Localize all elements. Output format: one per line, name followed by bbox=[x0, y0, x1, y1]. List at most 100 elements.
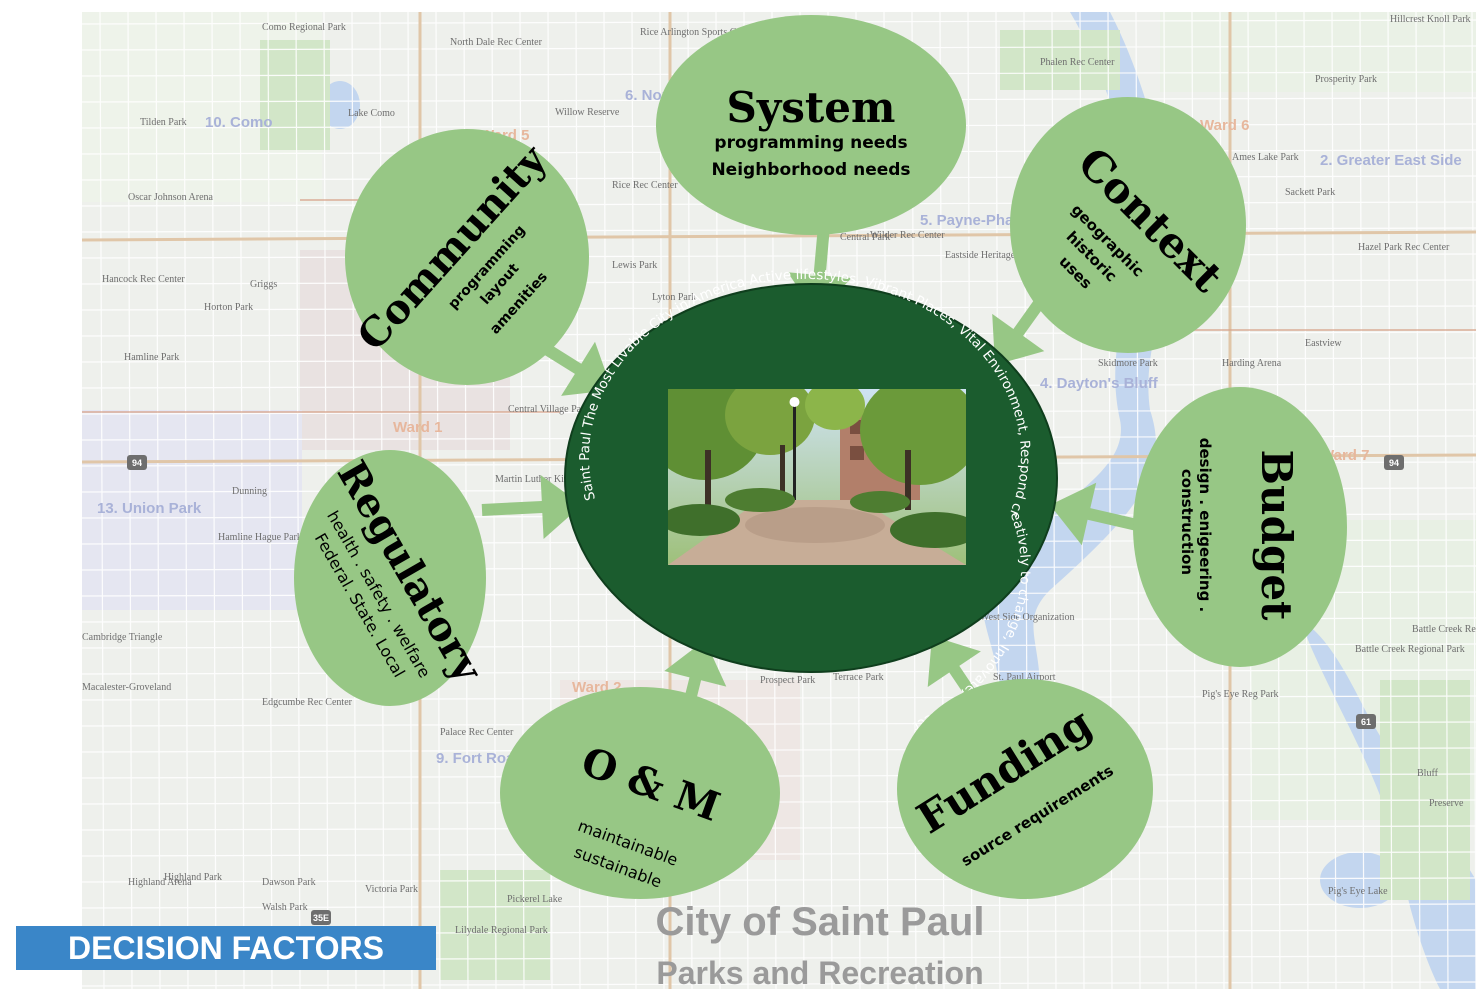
map-label: Sackett Park bbox=[1285, 187, 1335, 198]
park-photo bbox=[668, 389, 966, 565]
map-label: Willow Reserve bbox=[555, 107, 620, 118]
map-label: Harding Arena bbox=[1222, 358, 1282, 369]
street-line bbox=[81, 877, 1476, 883]
system-title: System bbox=[727, 83, 896, 132]
map-label: Tilden Park bbox=[140, 117, 187, 128]
svg-text:94: 94 bbox=[1389, 458, 1399, 468]
map-label: Highland Arena bbox=[128, 877, 192, 888]
map-label: Eastside Heritage Park bbox=[945, 250, 1036, 261]
system-line-2: Neighborhood needs bbox=[711, 160, 910, 180]
street-line bbox=[155, 11, 161, 990]
bubble-system: System programming needs Neighborhood ne… bbox=[656, 15, 966, 235]
map-label: Ward 1 bbox=[393, 419, 442, 436]
svg-text:94: 94 bbox=[132, 458, 142, 468]
route-shield: 35E bbox=[311, 910, 331, 925]
map-label: Pig's Eye Lake bbox=[1328, 886, 1388, 897]
map-label: 2. Greater East Side bbox=[1320, 152, 1462, 169]
map-label: Griggs bbox=[250, 279, 277, 290]
street-line bbox=[267, 11, 273, 990]
street-line bbox=[81, 851, 1476, 857]
budget-title: Budget bbox=[1252, 450, 1301, 621]
map-label: Hamline Park bbox=[124, 352, 179, 363]
arrow-community bbox=[536, 339, 612, 396]
map-label: Hancock Rec Center bbox=[102, 274, 185, 285]
map-label: 5. Payne-Phalen bbox=[920, 212, 1035, 229]
street-line bbox=[81, 747, 1476, 753]
map-label: Wilder Rec Center bbox=[870, 230, 945, 241]
map-label: Hamline Hague Park bbox=[218, 532, 302, 543]
map-label: St. Paul Airport bbox=[993, 672, 1056, 683]
map-label: Central Village Park bbox=[508, 404, 589, 415]
street-line bbox=[239, 11, 245, 990]
factor-bubbles: System programming needs Neighborhood ne… bbox=[294, 15, 1347, 899]
map-label: 4. Dayton's Bluff bbox=[1040, 375, 1159, 392]
map-label: Dunning bbox=[232, 486, 267, 497]
map-label: Battle Creek Regional Park bbox=[1355, 644, 1465, 655]
map-label: 13. Union Park bbox=[97, 500, 202, 517]
map-label: Pickerel Lake bbox=[507, 894, 563, 905]
arrow-funding bbox=[927, 636, 981, 704]
svg-text:35E: 35E bbox=[313, 913, 329, 923]
map-label: North Dale Rec Center bbox=[450, 37, 543, 48]
street-line bbox=[81, 773, 1476, 779]
map-label: Walsh Park bbox=[262, 902, 308, 913]
bubble-budget: Budget design . enigeering . constructio… bbox=[1133, 387, 1347, 667]
map-label: Highland Park bbox=[164, 872, 222, 883]
map-label: Lake Como bbox=[348, 108, 395, 119]
arrow-regulatory bbox=[481, 475, 582, 539]
street-line bbox=[81, 669, 1476, 675]
street-line bbox=[211, 11, 217, 990]
map-label: Macalester-Groveland bbox=[82, 682, 171, 693]
map-label: Pig's Eye Reg Park bbox=[1202, 689, 1279, 700]
map-label: Prospect Park bbox=[760, 675, 815, 686]
street-line bbox=[127, 11, 133, 990]
street-line bbox=[81, 721, 1476, 727]
map-label: West Side Organization bbox=[980, 612, 1075, 623]
map-label: Central Park bbox=[840, 232, 890, 243]
arrow-context bbox=[992, 291, 1050, 365]
map-label: Bluff bbox=[1417, 768, 1439, 779]
street-line bbox=[81, 253, 1476, 259]
bubble-context: Context geographic historic uses bbox=[1010, 97, 1246, 353]
map-label: 10. Como bbox=[205, 114, 273, 131]
map-label: Dawson Park bbox=[262, 877, 316, 888]
street-line bbox=[183, 11, 189, 990]
bubble-funding: Funding source requirements bbox=[897, 679, 1153, 899]
street-line bbox=[81, 903, 1476, 909]
arrow-budget bbox=[1050, 482, 1152, 546]
footer-dept-title: Parks and Recreation bbox=[656, 955, 984, 991]
map-label: Battle Creek Rec Center bbox=[1412, 624, 1476, 635]
budget-line-2: construction bbox=[1178, 469, 1196, 575]
map-label: Victoria Park bbox=[365, 884, 418, 895]
map-label: Martin Luther King bbox=[495, 474, 574, 485]
map-label: Cambridge Triangle bbox=[82, 632, 163, 643]
map-label: Ames Lake Park bbox=[1232, 152, 1299, 163]
map-label: Lyton Park bbox=[652, 292, 696, 303]
map-label: Skidmore Park bbox=[1098, 358, 1158, 369]
budget-line-1: design . enigeering . bbox=[1196, 438, 1214, 613]
route-shield: 61 bbox=[1356, 714, 1376, 729]
map-label: Rice Rec Center bbox=[612, 180, 678, 191]
map-label: Hillcrest Knoll Park bbox=[1390, 14, 1471, 25]
map-label: Oscar Johnson Arena bbox=[128, 192, 214, 203]
footer-city-title: City of Saint Paul bbox=[655, 900, 985, 944]
map-label: Terrace Park bbox=[833, 672, 884, 683]
street-line bbox=[81, 825, 1476, 831]
street-line bbox=[99, 11, 105, 990]
map-label: Lewis Park bbox=[612, 260, 657, 271]
map-label: Prosperity Park bbox=[1315, 74, 1377, 85]
street-line bbox=[81, 279, 1476, 285]
map-label: Phalen Rec Center bbox=[1040, 57, 1115, 68]
bubble-community: Community programming layout amenities bbox=[345, 129, 589, 385]
decision-factors-banner: DECISION FACTORS bbox=[16, 926, 436, 970]
map-label: Lilydale Regional Park bbox=[455, 925, 548, 936]
map-label: Hazel Park Rec Center bbox=[1358, 242, 1450, 253]
map-label: Como Regional Park bbox=[262, 22, 346, 33]
map-label: Palace Rec Center bbox=[440, 727, 514, 738]
map-label: Preserve bbox=[1429, 798, 1464, 809]
svg-text:61: 61 bbox=[1361, 717, 1371, 727]
map-label: Rice Arlington Sports Complex bbox=[640, 27, 766, 38]
street-line bbox=[295, 11, 301, 990]
